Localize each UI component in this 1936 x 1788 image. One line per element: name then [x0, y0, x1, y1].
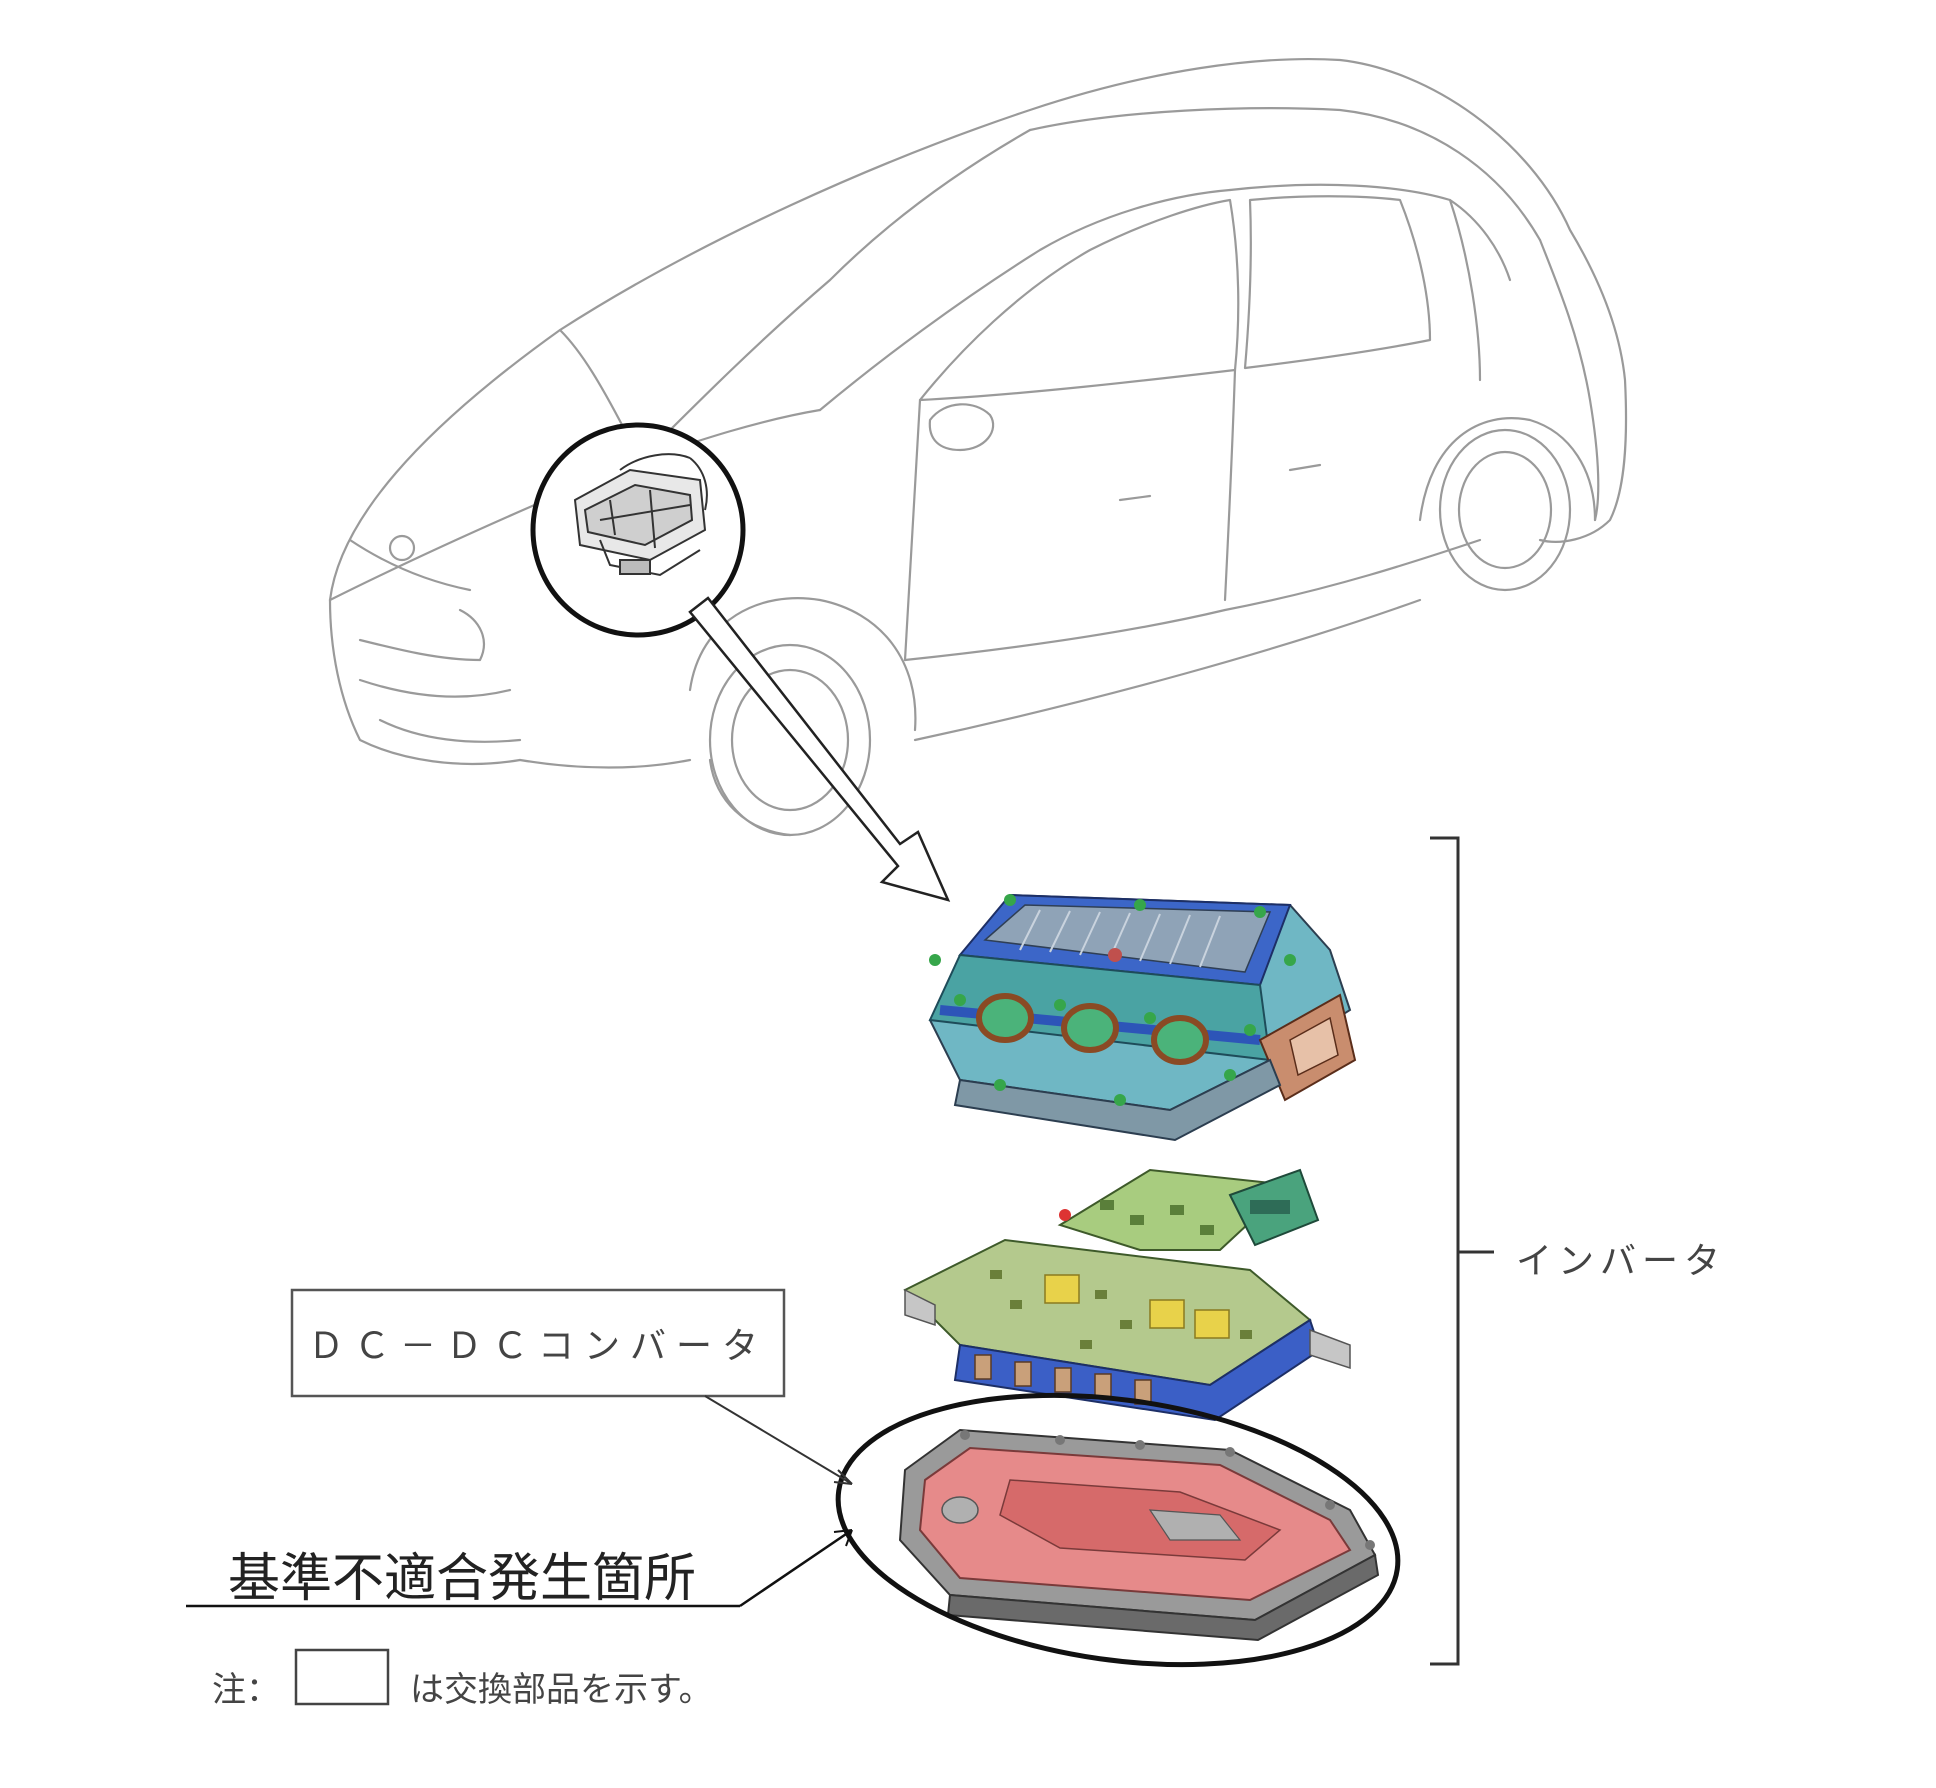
dcdc-converter-part: [898, 1428, 1380, 1642]
dcdc-label-box: [290, 1288, 786, 1398]
inverter-thumbnail: [573, 453, 708, 577]
defect-leader-line: [186, 1528, 853, 1608]
car-outline: [328, 57, 1628, 837]
dcdc-converter-label: ＤＣ－ＤＣコンバータ: [307, 1326, 768, 1367]
inverter-control-board: [1057, 1168, 1320, 1251]
dcdc-leader-line: [704, 1395, 853, 1485]
engine-bay-zoom: [530, 422, 746, 638]
inverter-power-board: [903, 1238, 1351, 1422]
note-prefix: 注：: [212, 1670, 280, 1710]
inverter-label: インバータ: [1516, 1241, 1727, 1282]
inverter-upper-case: [928, 893, 1357, 1142]
replacement-part-legend-box: [294, 1648, 390, 1706]
inverter-bracket: [1430, 836, 1494, 1666]
zoom-arrow: [688, 596, 951, 902]
note-suffix: は交換部品を示す。: [410, 1670, 713, 1710]
defect-location-label: 基準不適合発生箇所: [228, 1549, 697, 1609]
defect-ellipse: [835, 1392, 1401, 1668]
